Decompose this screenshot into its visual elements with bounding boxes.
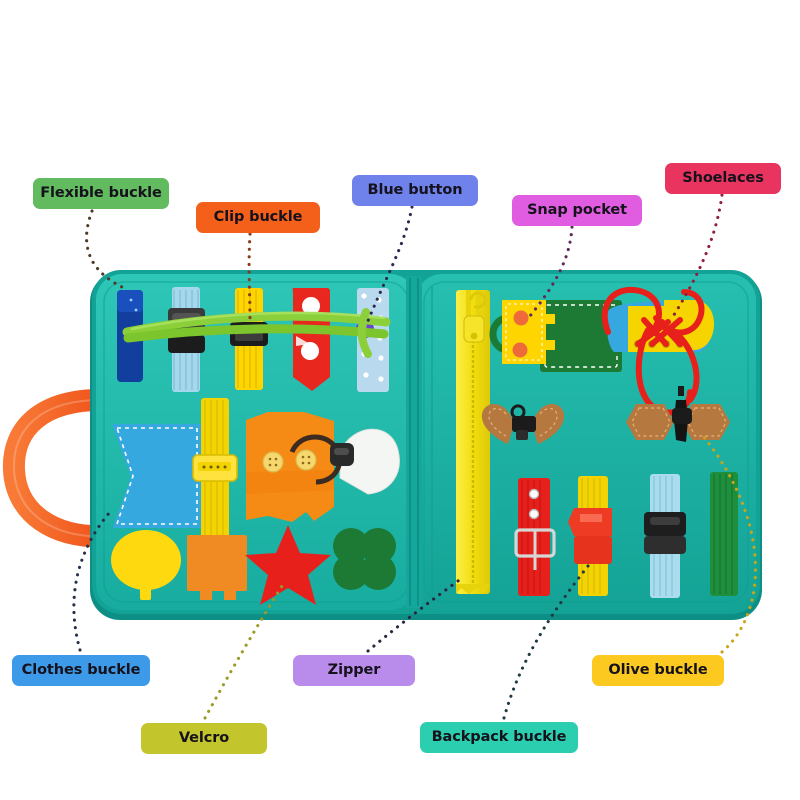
- snap-pocket[interactable]: [489, 300, 622, 372]
- lacing-shoe[interactable]: [601, 286, 714, 416]
- white-cord-toggle-flap[interactable]: [289, 428, 400, 495]
- left-middle-row: [113, 398, 400, 538]
- green-shoelace-strip[interactable]: [122, 308, 391, 358]
- connector-backpack-buckle: [502, 564, 590, 720]
- connector-clothes-buckle: [72, 510, 112, 652]
- red-shoelaces[interactable]: [601, 286, 705, 416]
- label-flexible-buckle[interactable]: Flexible buckle: [33, 178, 169, 209]
- zipper-slider[interactable]: [463, 291, 487, 343]
- label-text: Shoelaces: [682, 170, 764, 187]
- label-text: Zipper: [327, 662, 381, 679]
- left-top-row: [117, 287, 391, 392]
- label-zipper[interactable]: Zipper: [293, 655, 415, 686]
- board-center-fold: [406, 276, 422, 608]
- blue-zigzag-patch[interactable]: [113, 424, 201, 528]
- connector-olive-buckle: [698, 430, 758, 654]
- label-text: Blue button: [367, 182, 463, 199]
- orange-square-shape[interactable]: [187, 535, 247, 600]
- connector-shoelaces: [670, 193, 724, 320]
- red-belt-metal-buckle[interactable]: [514, 478, 556, 596]
- label-text: Flexible buckle: [40, 185, 162, 202]
- label-text: Backpack buckle: [431, 729, 567, 746]
- leather-pentagon-cord-lock[interactable]: [626, 386, 730, 442]
- connector-clip-buckle: [247, 232, 252, 324]
- connector-velcro: [203, 584, 284, 720]
- label-text: Clothes buckle: [21, 662, 141, 679]
- label-text: Snap pocket: [527, 202, 627, 219]
- label-clip-buckle[interactable]: Clip buckle: [196, 202, 320, 233]
- yellow-strap-red-sidebuckle[interactable]: [568, 476, 612, 596]
- right-bottom-row: [514, 472, 738, 598]
- yellow-balloon-shape[interactable]: [111, 530, 181, 600]
- connector-blue-button: [364, 205, 414, 328]
- left-bottom-row-velcro-shapes: [111, 525, 396, 605]
- label-shoelaces[interactable]: Shoelaces: [665, 163, 781, 194]
- connector-zipper: [366, 576, 464, 653]
- leather-heart-zip-pull[interactable]: [481, 403, 565, 444]
- label-blue-button[interactable]: Blue button: [352, 175, 478, 206]
- yellow-belt-buckle[interactable]: [192, 398, 238, 538]
- label-backpack-buckle[interactable]: Backpack buckle: [420, 722, 578, 753]
- label-text: Clip buckle: [213, 209, 303, 226]
- label-clothes-buckle[interactable]: Clothes buckle: [12, 655, 150, 686]
- yellow-snap-flap[interactable]: [502, 300, 555, 364]
- label-text: Velcro: [178, 730, 230, 747]
- lightblue-strap-clip[interactable]: [168, 287, 205, 392]
- label-snap-pocket[interactable]: Snap pocket: [512, 195, 642, 226]
- connector-flexible-buckle: [85, 209, 124, 289]
- label-text: Olive buckle: [608, 662, 708, 679]
- green-clover-shape[interactable]: [333, 528, 396, 590]
- green-strap[interactable]: [710, 472, 738, 596]
- label-velcro[interactable]: Velcro: [141, 723, 267, 754]
- red-star-shape[interactable]: [245, 525, 331, 605]
- yellow-zipper[interactable]: [456, 290, 490, 594]
- connector-snap-pocket: [528, 225, 574, 318]
- label-olive-buckle[interactable]: Olive buckle: [592, 655, 724, 686]
- lightblue-strap-black-buckle[interactable]: [644, 474, 686, 598]
